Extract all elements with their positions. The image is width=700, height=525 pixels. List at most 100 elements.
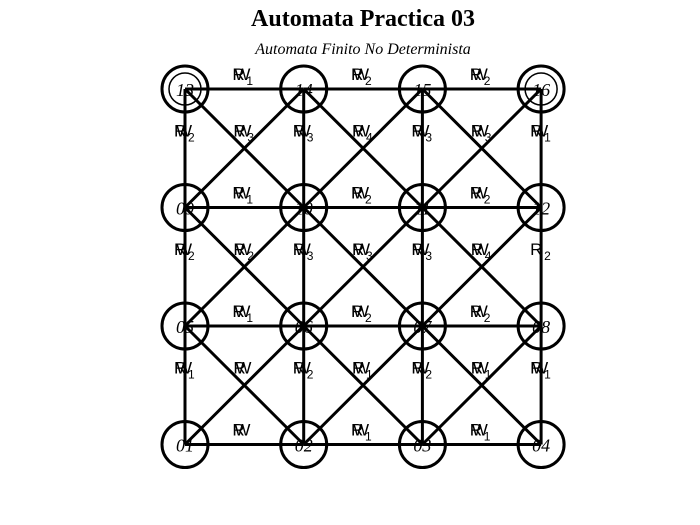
edge-label-symbol-a: R bbox=[233, 121, 245, 140]
state-04: 04 bbox=[516, 420, 566, 469]
edge-label-symbol-b: W bbox=[413, 240, 429, 259]
edge-label-x11-08: RW4 bbox=[471, 240, 492, 263]
edge-label-index: 1 bbox=[246, 193, 253, 207]
edge-label-x14-11: RW4 bbox=[352, 121, 373, 144]
edge-label-index: 3 bbox=[247, 130, 254, 144]
state-label: 12 bbox=[532, 199, 550, 219]
state-circle bbox=[279, 301, 329, 351]
state-11: 11 bbox=[397, 183, 447, 232]
edge-label-index: 3 bbox=[307, 249, 314, 263]
state-label: 14 bbox=[295, 80, 313, 100]
state-circle bbox=[279, 183, 329, 232]
state-circle bbox=[160, 420, 210, 469]
state-label: 11 bbox=[414, 199, 431, 219]
edge-label-index: 4 bbox=[366, 130, 373, 144]
state-15: 15 bbox=[397, 64, 447, 114]
edge-label-symbol-b: W bbox=[353, 421, 369, 440]
state-circle bbox=[397, 64, 447, 114]
edge-label-symbol-b: W bbox=[473, 358, 489, 377]
edge-label-v09-05: RW2 bbox=[174, 240, 195, 263]
edge-label-h06-07: RW2 bbox=[351, 302, 372, 325]
edge-label-symbol-a: R bbox=[471, 358, 483, 377]
edge-label-index: 3 bbox=[366, 249, 373, 263]
state-circle bbox=[160, 301, 210, 351]
state-label: 10 bbox=[295, 199, 313, 219]
edge-label-v11-07: RW3 bbox=[411, 240, 432, 263]
edge-label-v10-06: RW3 bbox=[293, 240, 314, 263]
edge-label-symbol-b: W bbox=[353, 184, 369, 203]
final-state-ring bbox=[524, 72, 558, 106]
state-circle bbox=[397, 301, 447, 351]
edge-label-index: 3 bbox=[425, 130, 432, 144]
edge-label-x07-04: RW1 bbox=[471, 358, 492, 381]
edge-label-index: 1 bbox=[246, 74, 253, 88]
edge-label-v08-04: RW1 bbox=[530, 358, 551, 381]
state-05: 05 bbox=[160, 301, 210, 351]
edge-label-symbol-b: W bbox=[354, 121, 370, 140]
edge-label-symbol-a: R bbox=[232, 421, 244, 440]
state-02: 02 bbox=[279, 420, 329, 469]
edge-label-index: 1 bbox=[366, 367, 373, 381]
edge-label-symbol-b: W bbox=[354, 358, 370, 377]
edge-label-h09-10: RW1 bbox=[232, 184, 253, 207]
edge-label-v14-10: RW3 bbox=[293, 121, 314, 144]
edge-label-v13-09: RW2 bbox=[174, 121, 195, 144]
edge-label-symbol-a: R bbox=[470, 184, 482, 203]
state-16: 16 bbox=[516, 64, 566, 114]
state-08: 08 bbox=[516, 301, 566, 351]
transition-06-01 bbox=[183, 324, 305, 446]
edge-label-symbol-a: R bbox=[174, 121, 186, 140]
state-01: 01 bbox=[160, 420, 210, 469]
final-state-ring bbox=[168, 72, 202, 106]
edge-label-symbol-b: W bbox=[354, 240, 370, 259]
page-title: Automata Practica 03 bbox=[251, 6, 475, 32]
state-12: 12 bbox=[516, 183, 566, 232]
edge-label-symbol-a: R bbox=[232, 302, 244, 321]
edge-label-symbol-b: W bbox=[235, 121, 251, 140]
edge-label-symbol-a: R bbox=[411, 121, 423, 140]
edge-label-index: 2 bbox=[544, 249, 551, 263]
edge-label-index: 2 bbox=[188, 130, 195, 144]
edge-label-v15-11: RW3 bbox=[411, 121, 432, 144]
edge-label-symbol-b: W bbox=[353, 65, 369, 84]
state-label: 07 bbox=[413, 317, 432, 337]
transition-08-03 bbox=[421, 324, 543, 446]
state-circle bbox=[516, 183, 566, 232]
state-label: 08 bbox=[532, 317, 550, 337]
state-label: 05 bbox=[176, 317, 194, 337]
edge-label-index: 1 bbox=[365, 430, 372, 444]
edge-label-symbol-a: R bbox=[233, 358, 245, 377]
edge-label-h10-11: RW2 bbox=[351, 184, 372, 207]
state-09: 09 bbox=[160, 183, 210, 232]
edge-label-index: 3 bbox=[425, 249, 432, 263]
edge-label-symbol-b: W bbox=[473, 121, 489, 140]
edge-label-symbol-a: R bbox=[411, 358, 423, 377]
edge-label-symbol-a: R bbox=[530, 121, 542, 140]
edge-label-symbol-b: W bbox=[472, 184, 488, 203]
edge-label-index: 1 bbox=[544, 130, 551, 144]
state-label: 16 bbox=[532, 80, 550, 100]
edge-label-symbol-b: W bbox=[472, 421, 488, 440]
edge-label-symbol-a: R bbox=[470, 65, 482, 84]
edge-label-symbol-a: R bbox=[232, 184, 244, 203]
edge-label-symbol-b: W bbox=[295, 358, 311, 377]
transition-15-10 bbox=[302, 87, 424, 209]
edge-label-symbol-a: R bbox=[293, 121, 305, 140]
edge-label-index: 2 bbox=[365, 74, 372, 88]
edge-label-h02-03: RW1 bbox=[351, 421, 372, 444]
edge-label-symbol-b: W bbox=[413, 358, 429, 377]
edge-label-h15-16: RW2 bbox=[470, 65, 491, 88]
state-03: 03 bbox=[397, 420, 447, 469]
edge-label-symbol-a: R bbox=[232, 65, 244, 84]
edge-label-symbol-a: R bbox=[293, 240, 305, 259]
state-label: 01 bbox=[176, 436, 194, 456]
edge-label-v16-12: RW1 bbox=[530, 121, 551, 144]
edge-label-index: 1 bbox=[485, 367, 492, 381]
edge-label-h13-14: RW1 bbox=[232, 65, 253, 88]
transition-10-05 bbox=[183, 206, 305, 328]
edge-label-symbol-a: R bbox=[411, 240, 423, 259]
edge-label-h07-08: RW2 bbox=[470, 302, 491, 325]
state-circle bbox=[397, 420, 447, 469]
